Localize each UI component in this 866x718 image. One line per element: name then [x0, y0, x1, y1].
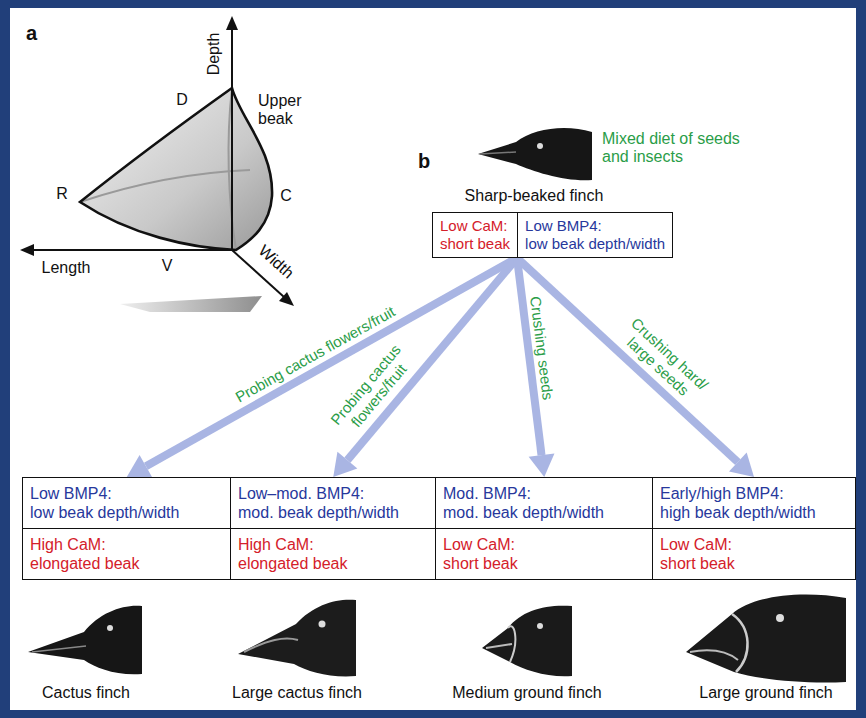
text-label: Cactus finch [42, 684, 130, 702]
beak-shadow [120, 296, 262, 312]
text-label: D [176, 91, 188, 109]
text-label: V [162, 257, 173, 275]
text-cell-top: Low BMP4: low beak depth/width [23, 478, 231, 529]
arrow-head [729, 453, 754, 477]
arrow-connector [127, 258, 517, 478]
arrow-head [529, 454, 555, 477]
species-column: Low–mod. BMP4: mod. beak depth/widthHigh… [230, 477, 437, 580]
text-label: Sharp-beaked finch [465, 187, 604, 205]
text-cell-top: Low CaM: short beak [433, 213, 517, 257]
large-ground-finch-head [686, 595, 846, 683]
ancestor-box: Low CaM: short beakLow BMP4: low beak de… [432, 212, 673, 258]
text-label: Depth [205, 33, 223, 76]
arrow-head [127, 455, 153, 478]
sharp-beaked-finch-head [478, 128, 592, 180]
arrow-connector [517, 258, 754, 477]
large-cactus-finch-head [238, 600, 356, 677]
text-label: Length [42, 259, 91, 277]
text-label: Mixed diet of seeds and insects [602, 130, 752, 166]
text-cell-top: Mod. BMP4: mod. beak depth/width [436, 478, 653, 529]
text-cell: Low CaM: short beak [653, 529, 855, 579]
text-label: Upper beak [258, 92, 310, 128]
arrow-connector [333, 258, 517, 477]
species-column: Mod. BMP4: mod. beak depth/widthLow CaM:… [435, 477, 654, 580]
medium-ground-finch-head [482, 606, 572, 677]
text-cell: High CaM: elongated beak [231, 529, 436, 579]
text-label: Large ground finch [699, 684, 832, 702]
arrow-shaft [146, 258, 517, 466]
arrow-shaft [347, 258, 517, 460]
text-label: C [280, 187, 292, 205]
cactus-finch-head [28, 606, 142, 675]
text-cell: Low BMP4: low beak depth/width [517, 213, 672, 257]
text-cell: High CaM: elongated beak [23, 529, 231, 579]
text-label: R [56, 185, 68, 203]
species-column: Early/high BMP4: high beak depth/widthLo… [652, 477, 856, 580]
arrow-shaft [517, 258, 738, 462]
text-label: b [418, 150, 430, 172]
text-cell-top: Early/high BMP4: high beak depth/width [653, 478, 855, 529]
text-cell: Low CaM: short beak [436, 529, 653, 579]
text-cell-top: Low–mod. BMP4: mod. beak depth/width [231, 478, 436, 529]
text-label: Medium ground finch [452, 684, 601, 702]
species-column: Low BMP4: low beak depth/widthHigh CaM: … [22, 477, 232, 580]
beak-diagram [20, 16, 294, 312]
text-label: a [26, 22, 37, 44]
text-label: Large cactus finch [232, 684, 362, 702]
arrow-head [333, 452, 357, 477]
